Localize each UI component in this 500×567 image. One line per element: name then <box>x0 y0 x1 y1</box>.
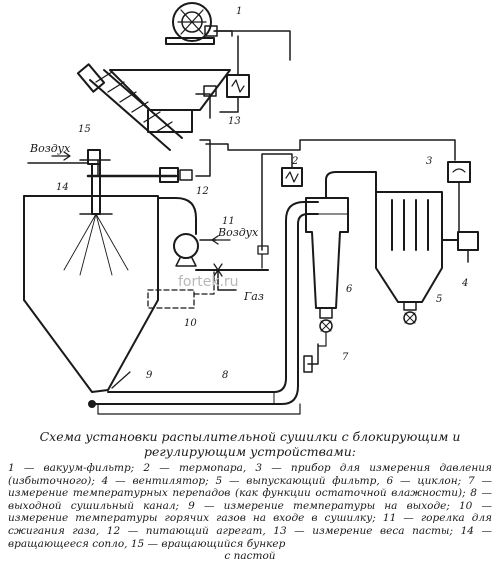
paste-weight-gauge <box>219 35 250 113</box>
callout-2: 2 <box>291 156 298 167</box>
cyclone <box>305 171 377 333</box>
caption-title: Схема установки распылительной сушилки с… <box>39 429 461 459</box>
outlet-temp-sensor <box>97 371 301 415</box>
outlet-duct <box>95 201 319 405</box>
spray-dryer-schematic: Воздух Воздух Газ fortek.ru 1 2 3 4 5 6 … <box>23 2 479 415</box>
rotating-nozzle <box>27 149 113 215</box>
drying-chamber <box>23 195 159 408</box>
callout-11: 11 <box>222 216 235 227</box>
callout-12: 12 <box>196 186 209 197</box>
gas-label: Газ <box>243 290 264 303</box>
callout-7: 7 <box>342 352 349 363</box>
fan <box>441 231 479 263</box>
figure-caption: Схема установки распылительной сушилки с… <box>8 429 492 563</box>
callout-5: 5 <box>436 294 442 305</box>
feed-unit <box>79 139 456 183</box>
callout-15: 15 <box>78 124 91 135</box>
vacuum-filter-unit <box>165 2 291 61</box>
temp-difference-sensor <box>303 331 327 373</box>
callout-14: 14 <box>56 182 69 193</box>
thermocouple-gauge <box>257 153 303 269</box>
burner-air-arrow <box>211 235 231 245</box>
paste-hopper <box>76 63 231 151</box>
watermark: fortek.ru <box>178 274 239 290</box>
callout-8: 8 <box>222 370 228 381</box>
caption-legend-end: с пастой <box>224 550 276 563</box>
inlet-temp-sensor <box>147 271 215 309</box>
pressure-gauge <box>447 161 471 233</box>
air-label-left: Воздух <box>29 142 71 155</box>
gas-burner <box>157 197 269 291</box>
air-label-burner: Воздух <box>217 226 259 239</box>
callout-13: 13 <box>228 116 241 127</box>
callout-4: 4 <box>461 278 468 289</box>
callout-9: 9 <box>146 370 153 381</box>
exhaust-filter <box>375 191 443 325</box>
caption-legend: 1 — вакуум-фильтр; 2 — термопара, 3 — пр… <box>8 462 492 550</box>
callout-10: 10 <box>184 318 197 329</box>
callout-3: 3 <box>426 156 432 167</box>
air-inlet-arrow <box>51 151 71 161</box>
callout-1: 1 <box>236 6 242 17</box>
callout-6: 6 <box>346 284 353 295</box>
